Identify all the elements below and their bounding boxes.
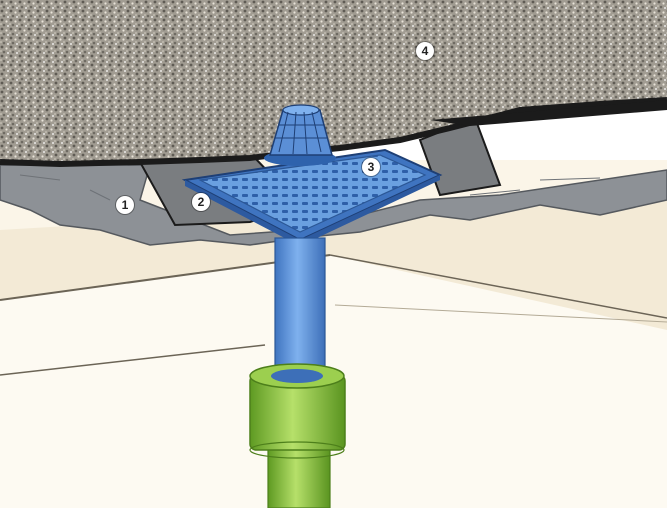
callout-2: 2 <box>192 193 210 211</box>
callout-1: 1 <box>116 196 134 214</box>
callout-3: 3 <box>362 158 380 176</box>
gravel-ballast <box>0 0 667 164</box>
callout-4: 4 <box>416 42 434 60</box>
downpipe-icon <box>275 238 325 378</box>
